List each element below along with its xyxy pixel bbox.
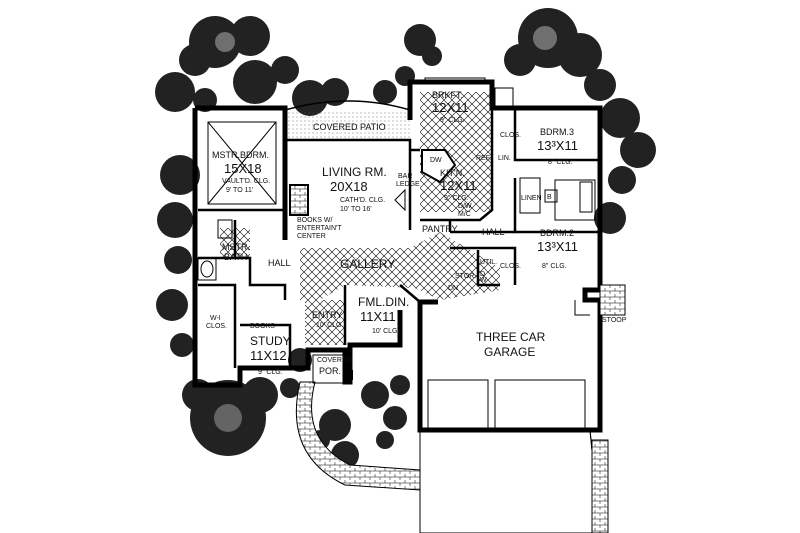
- washer-label: W: [480, 277, 487, 284]
- bar-ledge-label: BAR: [398, 173, 412, 180]
- covered-porch-label-2: POR.: [319, 366, 341, 376]
- mc-label: D/W: [458, 203, 472, 210]
- room-labels: COVERED PATIO BRKFT. 12X11 9" CLG. MSTR.…: [206, 90, 627, 376]
- brkft-size: 12X11: [432, 100, 469, 115]
- study-size: 11X12: [250, 348, 287, 363]
- lin-label: LIN.: [498, 155, 511, 162]
- tree-right: [594, 98, 656, 234]
- kitchen-label: KIT'N.: [440, 168, 465, 178]
- tree-top-center: [292, 24, 442, 116]
- bdrm3-ceiling: 8" CLG.: [548, 159, 573, 166]
- fml-din-size: 11X11: [360, 309, 396, 324]
- bdrm2-ceiling: 8" CLG.: [542, 263, 567, 270]
- entry-walk: [295, 381, 421, 491]
- mstr-bdrm-size: 15X18: [224, 161, 262, 176]
- bdrm2-label: BDRM.2: [540, 228, 574, 238]
- bdrm3-size: 13³X11: [537, 138, 578, 153]
- entry-label: ENTRY: [312, 310, 342, 320]
- study-label: STUDY: [250, 334, 291, 348]
- books-entertain-label-2: ENTERTAIN'T: [297, 225, 342, 232]
- mstr-bdrm-ceiling-2: 9' TO 11': [226, 187, 253, 194]
- kitchen-size: 12X11: [440, 178, 477, 193]
- covered-porch-label: COVERED: [317, 357, 352, 364]
- brkft-label: BRKFT.: [432, 90, 463, 100]
- fml-din-label: FML.DIN.: [358, 295, 409, 309]
- mc-label-2: M/C: [458, 211, 471, 218]
- gallery-label: GALLERY: [340, 257, 395, 271]
- tree-bottom-left: [182, 377, 278, 456]
- living-size: 20X18: [330, 179, 368, 194]
- dw-label: DW: [430, 157, 442, 164]
- closet-label-b: CLOS.: [500, 263, 521, 270]
- kitchen-ceiling: 9" CLG.: [444, 195, 469, 202]
- bath-b-label: B: [547, 194, 552, 201]
- ref-label: REF.: [476, 155, 491, 162]
- tree-left: [156, 155, 200, 357]
- brkft-ceiling: 9" CLG.: [440, 117, 465, 124]
- books-entertain-label: BOOKS W/: [297, 217, 332, 224]
- fml-din-ceiling: 10' CLG.: [372, 328, 399, 335]
- study-ceiling: 9" CLG.: [258, 369, 283, 376]
- interior-walls: [197, 77, 626, 430]
- bar-ledge-label-2: LEDGE: [396, 181, 420, 188]
- stor-label: STOR.: [455, 273, 476, 280]
- entry-ceiling: 10' CLG.: [316, 322, 343, 329]
- dryer-label: D: [480, 271, 485, 278]
- shrubs-entry: [361, 375, 410, 449]
- mstr-bdrm-ceiling: VAULT'D. CLG.: [222, 178, 270, 185]
- bdrm3-label: BDRM.3: [540, 127, 574, 137]
- books-entertain-label-3: CENTER: [297, 233, 326, 240]
- books-label: BOOKS: [250, 323, 275, 330]
- garage-label-2: GARAGE: [484, 345, 535, 359]
- garage-label: THREE CAR: [476, 330, 546, 344]
- stoop-label: STOOP: [602, 317, 627, 324]
- hall-right-label: HALL: [482, 227, 505, 237]
- linen-label: LINEN: [521, 195, 542, 202]
- mstr-bdrm-label: MSTR.BDRM.: [212, 150, 269, 160]
- tree-top-right: [504, 8, 616, 101]
- pantry-label: PANTRY: [422, 224, 458, 234]
- hall-left-label: HALL: [268, 258, 291, 268]
- covered-patio-label: COVERED PATIO: [313, 122, 386, 132]
- mstr-bath-label: MSTR.: [222, 242, 250, 252]
- bdrm2-size: 13³X11: [537, 239, 578, 254]
- wi-closet-label-2: CLOS.: [206, 323, 227, 330]
- mstr-bath-label-2: BATH: [224, 252, 247, 262]
- wi-closet-label: W-I: [210, 315, 221, 322]
- tree-top-left: [179, 16, 270, 76]
- living-ceiling-2: 10' TO 16': [340, 206, 372, 213]
- driveway: [419, 379, 609, 533]
- down-label: DN: [448, 285, 458, 292]
- living-label: LIVING RM.: [322, 165, 387, 179]
- closet-label-a: CLOS.: [500, 132, 521, 139]
- living-ceiling: CATH'D. CLG.: [340, 197, 385, 204]
- util-label: UTIL.: [480, 259, 497, 266]
